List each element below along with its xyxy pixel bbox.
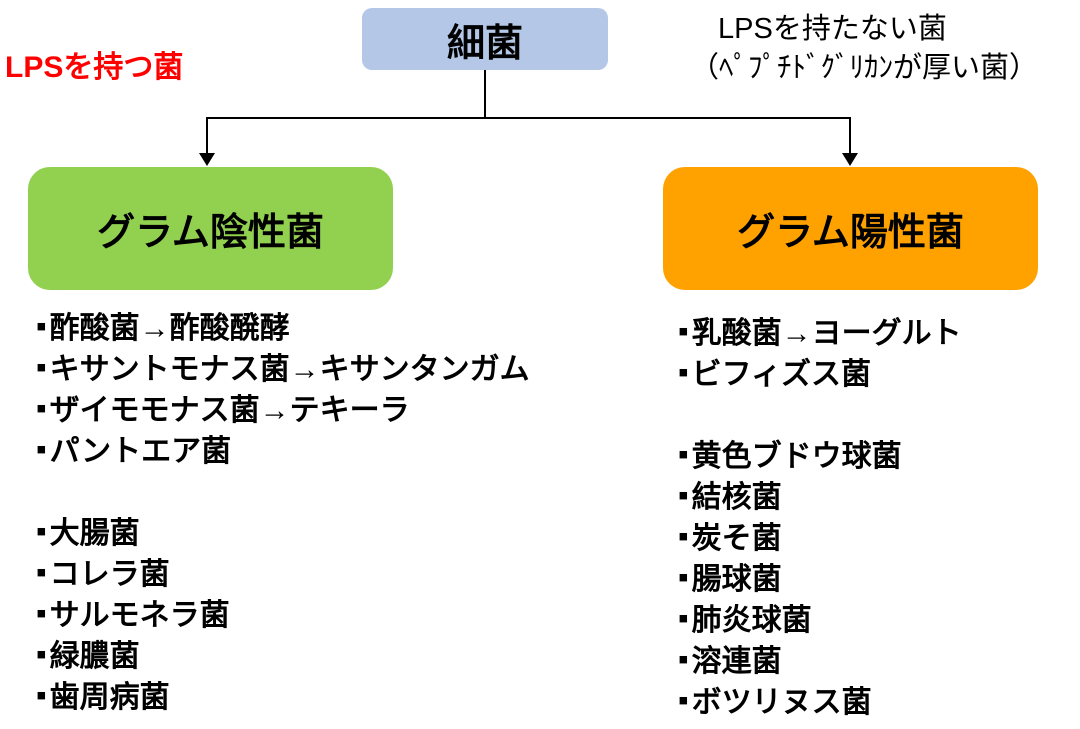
- list-item: ▪腸球菌: [678, 559, 962, 600]
- left-arrowhead-icon: [199, 153, 215, 166]
- gram-negative-node: グラム陰性菌: [28, 167, 393, 290]
- bacteria-label: ビフィズス菌: [691, 358, 872, 391]
- bacteria-label: 緑膿菌: [49, 640, 140, 673]
- bacteria-label: 結核菌: [691, 481, 782, 514]
- gram-negative-label: グラム陰性菌: [97, 212, 324, 254]
- root-node-label: 細菌: [446, 22, 523, 65]
- list-item: ▪キサントモナス菌→キサンタンガム: [36, 349, 530, 390]
- list-item: ▪歯周病菌: [36, 677, 530, 718]
- gram-positive-label: グラム陽性菌: [737, 212, 964, 254]
- bacteria-label: コレラ菌: [49, 558, 170, 591]
- bullet-icon: ▪: [36, 638, 47, 671]
- lps-positive-annotation: LPSを持つ菌: [5, 51, 184, 84]
- bullet-icon: ▪: [678, 602, 689, 635]
- lps-negative-annotation-line2: （ﾍﾟﾌﾟﾁﾄﾞｸﾞﾘｶﾝが厚い菌）: [690, 52, 1039, 84]
- lps-negative-annotation-line1: LPSを持たない菌: [718, 13, 947, 45]
- list-item: ▪酢酸菌→酢酸醗酵: [36, 308, 530, 349]
- list-item: ▪パントエア菌: [36, 431, 530, 472]
- list-item: ▪黄色ブドウ球菌: [678, 436, 962, 477]
- right-arrowhead-icon: [842, 153, 858, 166]
- list-item: ▪緑膿菌: [36, 636, 530, 677]
- list-item: ▪乳酸菌→ヨーグルト: [678, 313, 962, 354]
- list-item: ▪炭そ菌: [678, 518, 962, 559]
- bacteria-label: パントエア菌: [49, 435, 232, 468]
- root-node-bacteria: 細菌: [362, 8, 608, 70]
- bacteria-label: ボツリヌス菌: [691, 686, 872, 719]
- bullet-icon: ▪: [678, 684, 689, 717]
- bullet-icon: ▪: [678, 643, 689, 676]
- bacteria-label: 肺炎球菌: [691, 604, 812, 637]
- bullet-icon: ▪: [36, 351, 47, 384]
- bullet-icon: ▪: [36, 679, 47, 712]
- list-item: ▪コレラ菌: [36, 554, 530, 595]
- bacteria-label: サルモネラ菌: [49, 599, 230, 632]
- list-item: ▪ザイモモナス菌→テキーラ: [36, 390, 530, 431]
- bullet-icon: ▪: [678, 315, 689, 348]
- list-item: ▪ボツリヌス菌: [678, 682, 962, 723]
- bacteria-label: キサントモナス菌→キサンタンガム: [49, 353, 530, 386]
- bullet-icon: ▪: [678, 438, 689, 471]
- bullet-icon: ▪: [678, 479, 689, 512]
- list-item: [678, 395, 962, 436]
- bullet-icon: ▪: [36, 556, 47, 589]
- bacteria-label: ザイモモナス菌→テキーラ: [49, 394, 410, 427]
- list-item: ▪肺炎球菌: [678, 600, 962, 641]
- list-item: ▪大腸菌: [36, 513, 530, 554]
- bullet-icon: ▪: [678, 356, 689, 389]
- bacteria-label: 酢酸菌→酢酸醗酵: [49, 312, 290, 345]
- list-item: ▪結核菌: [678, 477, 962, 518]
- list-item: ▪ビフィズス菌: [678, 354, 962, 395]
- gram-negative-examples-list: ▪酢酸菌→酢酸醗酵▪キサントモナス菌→キサンタンガム▪ザイモモナス菌→テキーラ▪…: [36, 308, 530, 718]
- bullet-icon: ▪: [36, 515, 47, 548]
- bullet-icon: ▪: [36, 597, 47, 630]
- gram-positive-examples-list: ▪乳酸菌→ヨーグルト▪ビフィズス菌▪黄色ブドウ球菌▪結核菌▪炭そ菌▪腸球菌▪肺炎…: [678, 313, 962, 723]
- bullet-icon: ▪: [36, 392, 47, 425]
- bullet-icon: ▪: [36, 433, 47, 466]
- bullet-icon: ▪: [36, 310, 47, 343]
- bacteria-label: 乳酸菌→ヨーグルト: [691, 317, 962, 350]
- bacteria-label: 黄色ブドウ球菌: [691, 440, 902, 473]
- list-item: ▪サルモネラ菌: [36, 595, 530, 636]
- bacteria-label: 溶連菌: [691, 645, 782, 678]
- bacteria-label: 炭そ菌: [691, 522, 782, 555]
- lps-negative-annotation: LPSを持たない菌 （ﾍﾟﾌﾟﾁﾄﾞｸﾞﾘｶﾝが厚い菌）: [690, 10, 1038, 88]
- bullet-icon: ▪: [678, 561, 689, 594]
- bullet-icon: ▪: [678, 520, 689, 553]
- gram-positive-node: グラム陽性菌: [663, 167, 1038, 290]
- list-item: [36, 472, 530, 513]
- bacteria-label: 腸球菌: [691, 563, 782, 596]
- list-item: ▪溶連菌: [678, 641, 962, 682]
- bacteria-label: 大腸菌: [49, 517, 140, 550]
- bacteria-label: 歯周病菌: [49, 681, 170, 714]
